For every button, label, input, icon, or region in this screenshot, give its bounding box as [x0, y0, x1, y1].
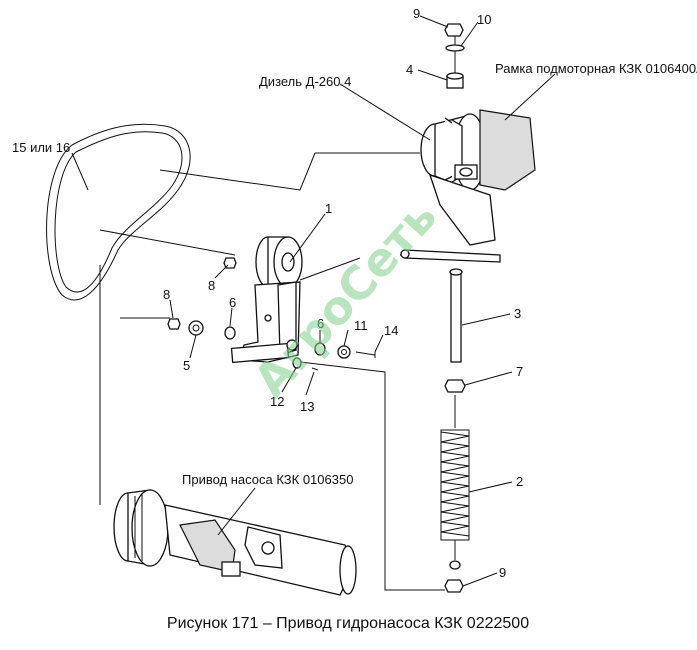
- callout-3: 3: [514, 306, 521, 321]
- belt-label: 15 или 16: [12, 140, 70, 155]
- callout-numbers: 9 10 4 1 8 8 6 5 6 11 14 12 13 3 7 2 9: [163, 6, 523, 580]
- top-fasteners: [444, 23, 465, 89]
- callout-9-bottom: 9: [499, 565, 506, 580]
- text-labels: Дизель Д-260.4 Рамка подмоторная КЗК 010…: [12, 61, 697, 487]
- callout-10: 10: [477, 12, 491, 27]
- frame-label: Рамка подмоторная КЗК 0106400А: [495, 61, 697, 76]
- callout-2: 2: [516, 474, 523, 489]
- callout-8-upper: 8: [208, 278, 215, 293]
- callout-6-right: 6: [317, 316, 324, 331]
- callout-5: 5: [183, 358, 190, 373]
- callout-14: 14: [384, 323, 398, 338]
- callout-7: 7: [516, 364, 523, 379]
- spring-coils: [440, 429, 470, 541]
- engine-pulley-frame: [420, 109, 536, 246]
- leader-lines: [71, 15, 556, 587]
- small-fasteners: [167, 257, 376, 371]
- rod-spring-assembly: [440, 268, 470, 593]
- callout-1: 1: [325, 201, 332, 216]
- callout-13: 13: [300, 399, 314, 414]
- pump-drive-label: Привод насоса КЗК 0106350: [182, 472, 353, 487]
- pump-drive-shaft: [113, 489, 357, 596]
- engine-label: Дизель Д-260.4: [259, 74, 351, 89]
- callout-8-lower: 8: [163, 287, 170, 302]
- idler-pulley-bracket: [230, 236, 303, 364]
- callout-6-left: 6: [229, 295, 236, 310]
- figure-caption: Рисунок 171 – Привод гидронасоса КЗК 022…: [167, 615, 529, 632]
- callout-12: 12: [270, 394, 284, 409]
- callout-11: 11: [354, 318, 368, 333]
- tensioner-bolt: [400, 249, 501, 263]
- callout-9-top: 9: [413, 6, 420, 21]
- drive-belt: [46, 123, 191, 301]
- callout-4: 4: [406, 62, 413, 77]
